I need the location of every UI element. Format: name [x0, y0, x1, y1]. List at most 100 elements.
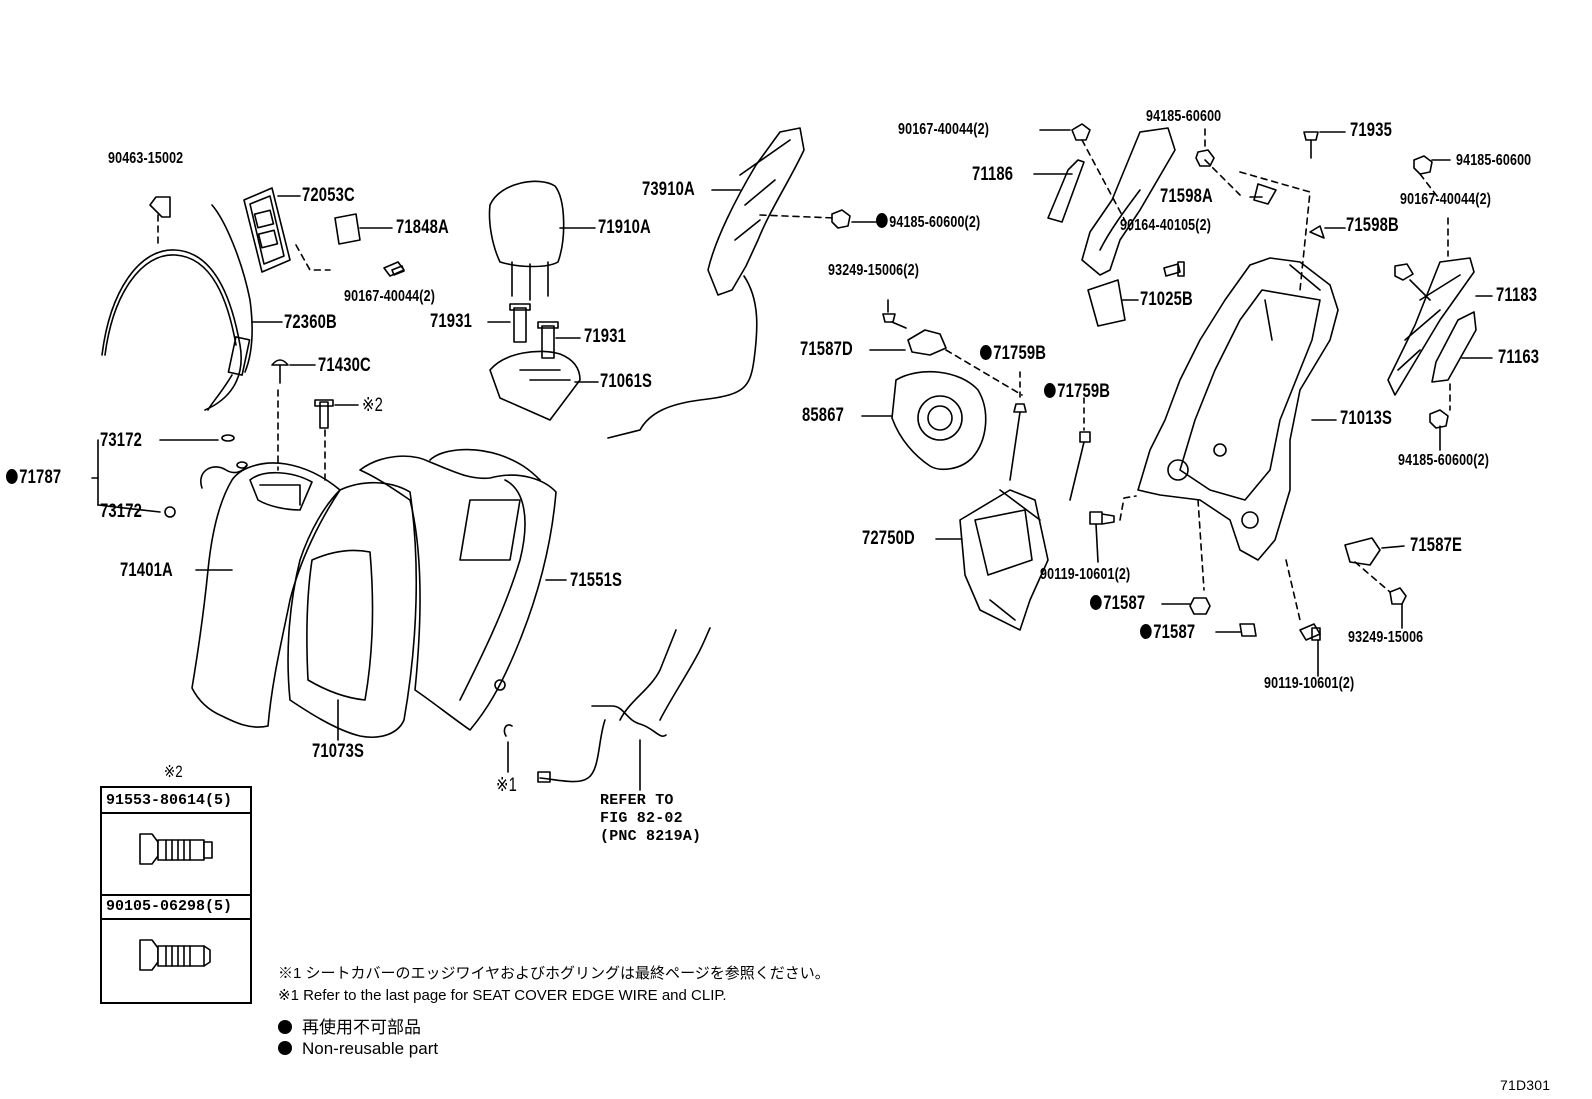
table-mark: ※2 — [164, 762, 183, 781]
side-airbag-bracket-part — [1387, 217, 1493, 396]
label-71551S: 71551S — [570, 570, 623, 591]
label-94185-60600-d: 94185-60600(2) — [1398, 452, 1490, 469]
label-71073S: 71073S — [312, 741, 365, 762]
label-90167-40044-b: 90167-40044(2) — [898, 121, 990, 138]
seat-cover-part — [359, 448, 567, 731]
recliner-part — [935, 489, 1049, 631]
legend-jp: 再使用不可部品 — [278, 1013, 421, 1038]
label-72750D: 72750D — [862, 528, 915, 549]
bolt-part — [1299, 623, 1321, 677]
label-71587E: 71587E — [1410, 535, 1463, 556]
label-71587-a-text: 71587 — [1103, 593, 1146, 614]
back-board-part — [191, 462, 341, 728]
label-71787-text: 71787 — [19, 467, 62, 488]
label-90463-15002: 90463-15002 — [108, 150, 184, 167]
head-support-part — [489, 350, 599, 421]
label-71759B-b: 71759B — [1044, 382, 1110, 402]
screw-part — [383, 261, 405, 277]
headrest-guide-part — [487, 303, 581, 359]
non-reusable-dot-icon — [6, 469, 18, 484]
label-94185-60600-b: 94185-60600 — [1146, 108, 1222, 125]
non-reusable-dot-icon — [980, 345, 992, 360]
cable-part — [207, 204, 283, 411]
label-71931-a: 71931 — [430, 311, 472, 332]
label-93249-15006-a: 93249-15006(2) — [828, 262, 920, 279]
label-73172-b: 73172 — [100, 501, 142, 522]
table-row-2-header: 90105-06298(5) — [102, 894, 250, 920]
label-71935: 71935 — [1350, 120, 1392, 141]
note-en: ※1 Refer to the last page for SEAT COVER… — [278, 987, 727, 1004]
retainer-part — [1009, 371, 1091, 501]
bolt-part — [1089, 495, 1301, 621]
label-71587-b: 71587 — [1140, 623, 1195, 643]
seat-back-frame-part — [1137, 257, 1339, 561]
label-71787: 71787 — [6, 468, 61, 488]
legend-jp-text: 再使用不可部品 — [302, 1018, 421, 1037]
non-reusable-dot-icon — [876, 213, 888, 228]
label-94185-60600-c: 94185-60600 — [1456, 152, 1532, 169]
side-bracket-part — [1033, 159, 1085, 223]
table-row-1-header: 91553-80614(5) — [102, 788, 250, 814]
label-71025B: 71025B — [1140, 289, 1193, 310]
label-71401A: 71401A — [120, 560, 173, 581]
airbag-bracket-part — [1081, 127, 1176, 327]
label-71759B-b-text: 71759B — [1057, 381, 1111, 402]
wire-clip-part — [101, 196, 242, 411]
label-73910A: 73910A — [642, 179, 695, 200]
label-90164-40105: 90164-40105(2) — [1120, 217, 1212, 234]
label-71183: 71183 — [1496, 285, 1538, 306]
label-71931-b: 71931 — [584, 326, 626, 347]
bolt-part — [1163, 261, 1185, 277]
back-pad-part — [287, 481, 418, 741]
label-71186: 71186 — [972, 164, 1014, 185]
hinge-cover-part — [1344, 537, 1407, 629]
refer-note: REFER TO FIG 82-02 (PNC 8219A) — [600, 792, 701, 846]
label-85867: 85867 — [802, 405, 844, 426]
label-71598A: 71598A — [1160, 186, 1213, 207]
nut-part — [1195, 124, 1241, 196]
label-72360B: 72360B — [284, 312, 337, 333]
label-90119-10601-a: 90119-10601(2) — [1040, 566, 1131, 583]
label-72053C: 72053C — [302, 185, 355, 206]
side-cover-part — [1429, 311, 1493, 451]
cover-part — [334, 213, 393, 245]
label-71598B: 71598B — [1346, 215, 1399, 236]
nut-part — [1413, 155, 1451, 201]
label-71430C: 71430C — [318, 355, 371, 376]
label-71061S: 71061S — [600, 371, 653, 392]
lumbar-support-part — [861, 370, 987, 471]
nut-part — [1161, 597, 1257, 637]
label-73172-a: 73172 — [100, 430, 142, 451]
label-71587-a: 71587 — [1090, 594, 1145, 614]
diagram-id: 71D301 — [1500, 1077, 1551, 1093]
screw-part — [1239, 131, 1346, 291]
table-separator — [102, 894, 250, 896]
bolt-part — [1039, 123, 1131, 231]
non-reusable-dot-icon — [1090, 595, 1102, 610]
side-airbag-part — [607, 127, 836, 439]
label-71587D: 71587D — [800, 339, 853, 360]
edge-clip-part — [503, 724, 513, 773]
bolt-91553-icon — [139, 833, 213, 865]
label-90119-10601-b: 90119-10601(2) — [1264, 675, 1355, 692]
label-94185-60600-a: 94185-60600(2) — [876, 213, 980, 232]
clip-part — [1249, 183, 1346, 239]
label-mark1: ※1 — [496, 775, 517, 796]
legend-en: Non-reusable part — [278, 1039, 438, 1059]
non-reusable-dot-icon — [278, 1041, 292, 1055]
note-jp: ※1 シートカバーのエッジワイヤおよびホグリングは最終ページを参照ください。 — [278, 965, 830, 982]
label-71848A: 71848A — [396, 217, 449, 238]
label-71759B-a: 71759B — [980, 344, 1046, 364]
legend-en-text: Non-reusable part — [302, 1039, 439, 1058]
label-71587-b-text: 71587 — [1153, 622, 1196, 643]
refer-line-3: (PNC 8219A) — [600, 828, 702, 845]
bolt-part — [869, 299, 1023, 396]
refer-line-2: FIG 82-02 — [600, 810, 683, 827]
headrest-part — [488, 180, 596, 301]
bolt-90105-icon — [139, 939, 211, 971]
label-94185-60600-a-text: 94185-60600(2) — [889, 214, 981, 231]
wire-harness-part — [537, 627, 711, 791]
label-90167-40044-a: 90167-40044(2) — [344, 288, 436, 305]
label-71013S: 71013S — [1340, 408, 1393, 429]
